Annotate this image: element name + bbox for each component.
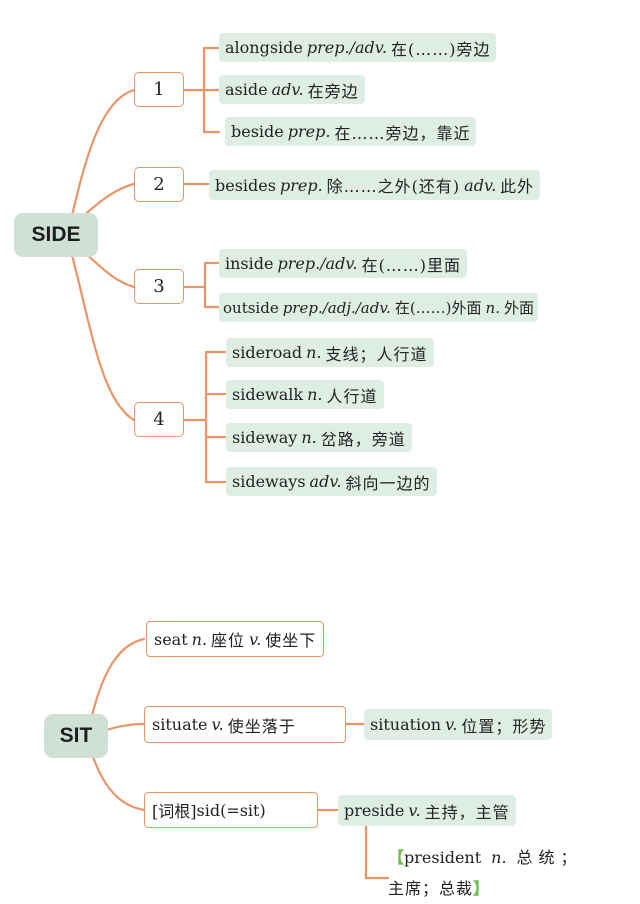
- part-of-speech: n.: [307, 385, 323, 404]
- part-of-speech: n.: [191, 629, 208, 649]
- part-of-speech-2: adv.: [464, 175, 497, 195]
- part-of-speech: v.: [445, 715, 458, 734]
- word-text: sideroad: [232, 343, 303, 362]
- word-president: 【president n. 总统； 主席；总裁】: [388, 842, 618, 904]
- part-of-speech-2: v.: [249, 629, 262, 649]
- group-number-2: 2: [134, 167, 184, 202]
- group-number-4: 4: [134, 402, 184, 437]
- meaning: 在(……)里面: [361, 255, 462, 275]
- group-number-label: 3: [153, 276, 165, 297]
- word-text: sidewalk: [232, 385, 304, 404]
- part-of-speech: adv.: [271, 80, 304, 99]
- meaning: 使坐落于: [227, 716, 296, 736]
- meaning: 人行道: [326, 386, 378, 406]
- word-text: beside: [231, 122, 284, 141]
- group-number-label: 4: [153, 409, 165, 430]
- group-number-label: 2: [153, 174, 165, 195]
- word-text: seat: [154, 629, 188, 649]
- word-text: sideways: [232, 472, 306, 491]
- word-text: aside: [225, 80, 268, 99]
- root-node-sit: SIT: [44, 714, 108, 758]
- word-text: situation: [370, 715, 442, 734]
- bracket-close: 】: [473, 879, 490, 898]
- root-label: SIDE: [31, 223, 81, 246]
- meaning: 主持，主管: [424, 802, 510, 822]
- word-text: president: [404, 848, 482, 867]
- meaning: 岔路，旁道: [320, 429, 406, 449]
- meaning: 座位: [211, 631, 246, 650]
- president-line-1: 【president n. 总统；: [388, 842, 618, 873]
- meaning-2: 此外: [500, 177, 535, 196]
- part-of-speech-2: n.: [485, 298, 500, 317]
- part-of-speech: prep./adv.: [277, 254, 358, 273]
- root-text: sid(=sit): [196, 800, 266, 820]
- meaning: 在……旁边，靠近: [334, 123, 471, 143]
- word-text: sideway: [232, 428, 298, 447]
- meaning: 支线；人行道: [325, 344, 428, 364]
- group-number-3: 3: [134, 269, 184, 304]
- word-text: preside: [344, 801, 405, 820]
- meaning: 除……之外(还有): [326, 177, 461, 196]
- part-of-speech: adv.: [309, 472, 342, 491]
- word-text: besides: [215, 175, 276, 195]
- meaning: 斜向一边的: [345, 473, 431, 493]
- part-of-speech: v.: [211, 715, 224, 734]
- part-of-speech: n.: [306, 343, 322, 362]
- meaning-2: 外面: [503, 299, 534, 317]
- part-of-speech: v.: [408, 801, 421, 820]
- meaning: 位置；形势: [461, 716, 547, 736]
- part-of-speech: n.: [491, 848, 507, 867]
- meaning-2: 使坐下: [265, 631, 317, 650]
- meaning: 总统；: [516, 848, 583, 867]
- root-label: SIT: [59, 724, 93, 747]
- root-tag: [词根]: [152, 802, 197, 821]
- group-number-label: 1: [153, 79, 165, 100]
- word-text: outside: [223, 298, 279, 317]
- root-node-side: SIDE: [14, 213, 98, 257]
- meaning-line-2: 主席；总裁: [388, 879, 474, 898]
- word-text: alongside: [225, 38, 303, 57]
- part-of-speech: prep./adv.: [306, 38, 387, 57]
- meaning: 在(……)外面: [394, 299, 482, 317]
- meaning: 在旁边: [307, 81, 359, 101]
- group-number-1: 1: [134, 72, 184, 107]
- president-line-2: 主席；总裁】: [388, 873, 618, 904]
- part-of-speech: prep.: [287, 122, 331, 141]
- part-of-speech: prep./adj./adv.: [282, 298, 391, 317]
- root-word-sid: [词根]sid(=sit): [144, 792, 318, 828]
- meaning: 在(……)旁边: [390, 39, 491, 59]
- word-text: situate: [152, 715, 208, 734]
- bracket-open: 【: [388, 848, 405, 867]
- part-of-speech: prep.: [279, 175, 323, 195]
- word-text: inside: [225, 254, 274, 273]
- part-of-speech: n.: [301, 428, 317, 447]
